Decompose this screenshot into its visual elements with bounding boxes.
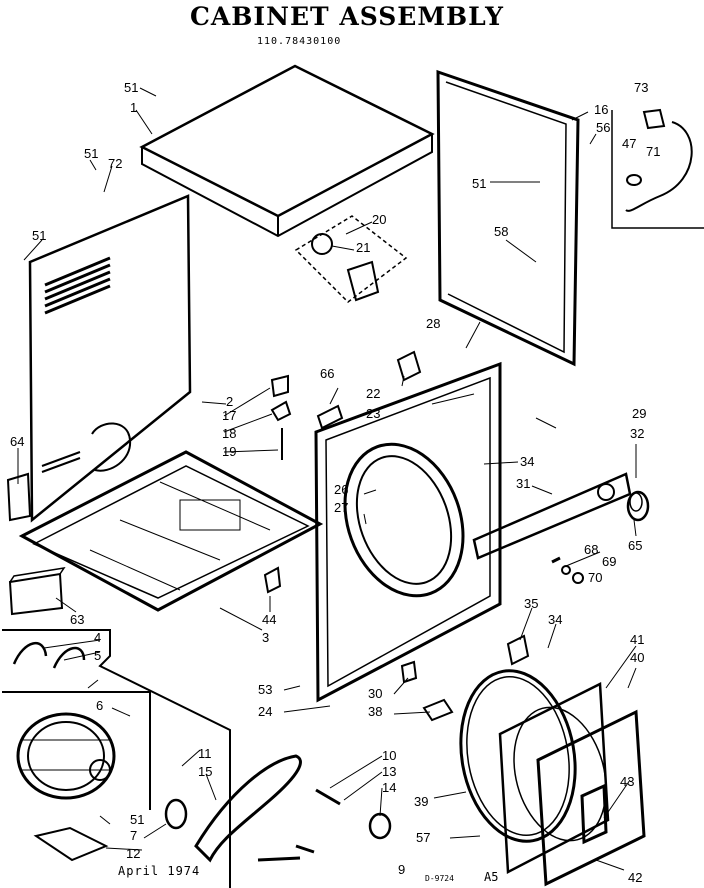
label-70: 70 <box>588 570 602 585</box>
model-number: 110.78430100 <box>257 36 342 47</box>
label-3: 3 <box>262 630 269 645</box>
label-34-b: 34 <box>548 612 562 627</box>
label-57: 57 <box>416 830 430 845</box>
top-panel <box>139 64 435 238</box>
footer-page-mark: A5 <box>484 870 499 884</box>
label-10: 10 <box>382 748 396 763</box>
label-69: 69 <box>602 554 616 569</box>
label-24: 24 <box>258 704 272 719</box>
belt-15 <box>194 754 302 863</box>
label-16: 16 <box>594 102 608 117</box>
label-71: 71 <box>646 144 660 159</box>
drum-39 <box>459 669 577 843</box>
parts-17-18-19 <box>270 374 292 460</box>
part-66 <box>316 404 344 430</box>
label-20: 20 <box>372 212 386 227</box>
label-6: 6 <box>96 698 103 713</box>
label-22: 22 <box>366 386 380 401</box>
power-cord-group <box>611 108 704 229</box>
base-pan <box>18 450 324 612</box>
label-40: 40 <box>630 650 644 665</box>
label-11: 11 <box>198 746 212 761</box>
label-31: 31 <box>516 476 530 491</box>
label-68: 68 <box>584 542 598 557</box>
part-44 <box>263 566 282 594</box>
label-41: 41 <box>630 632 644 647</box>
back-small-panel <box>6 472 32 522</box>
label-35: 35 <box>524 596 538 611</box>
label-51-a: 51 <box>124 80 138 95</box>
part-38 <box>422 698 454 722</box>
label-9: 9 <box>398 862 405 877</box>
label-29: 29 <box>632 406 646 421</box>
label-34-a: 34 <box>520 454 534 469</box>
leader-lines <box>17 87 637 871</box>
label-51-b: 51 <box>84 146 98 161</box>
motor-control-group-20 <box>294 215 408 303</box>
console-panel-31 <box>472 472 632 560</box>
bracket-63 <box>8 566 66 616</box>
footer-code: D-9724 <box>425 874 454 883</box>
part-labels: 51 1 51 72 51 2 17 18 19 64 63 3 44 20 2… <box>10 80 660 885</box>
label-2: 2 <box>226 394 233 409</box>
label-21: 21 <box>356 240 370 255</box>
part-35 <box>506 634 530 666</box>
label-42: 42 <box>628 870 642 885</box>
label-38: 38 <box>368 704 382 719</box>
label-53: 53 <box>258 682 272 697</box>
label-58: 58 <box>494 224 508 239</box>
rear-bulkhead <box>498 682 646 887</box>
label-64: 64 <box>10 434 24 449</box>
label-7: 7 <box>130 828 137 843</box>
label-30: 30 <box>368 686 382 701</box>
rear-panel <box>436 69 580 367</box>
label-14: 14 <box>382 780 396 795</box>
motor-group-box <box>2 629 231 888</box>
idler-assembly <box>315 788 392 840</box>
parts-68-69-70 <box>551 556 584 584</box>
label-39: 39 <box>414 794 428 809</box>
label-65: 65 <box>628 538 642 553</box>
label-28: 28 <box>426 316 440 331</box>
label-51-c: 51 <box>32 228 46 243</box>
label-4: 4 <box>94 630 101 645</box>
label-26: 26 <box>334 482 348 497</box>
knob-65 <box>626 490 650 522</box>
label-13: 13 <box>382 764 396 779</box>
motor-mount-7 <box>33 826 109 862</box>
part-30 <box>400 660 418 684</box>
label-66: 66 <box>320 366 334 381</box>
footer-date: April 1974 <box>118 864 201 878</box>
label-73: 73 <box>634 80 648 95</box>
label-63: 63 <box>70 612 84 627</box>
spring-9 <box>257 844 315 862</box>
label-15: 15 <box>198 764 212 779</box>
label-5: 5 <box>94 648 101 663</box>
motor-5 <box>16 712 116 800</box>
label-51-d: 51 <box>472 176 486 191</box>
front-panel <box>314 361 502 703</box>
label-12: 12 <box>126 846 140 861</box>
label-43: 43 <box>620 774 634 789</box>
label-56: 56 <box>596 120 610 135</box>
label-44: 44 <box>262 612 276 627</box>
label-51-e: 51 <box>130 812 144 827</box>
label-18: 18 <box>222 426 236 441</box>
pulley-12 <box>164 798 188 830</box>
label-1: 1 <box>130 100 137 115</box>
label-19: 19 <box>222 444 236 459</box>
label-17: 17 <box>222 408 236 423</box>
diagram-title: CABINET ASSEMBLY <box>190 2 504 31</box>
label-47: 47 <box>622 136 636 151</box>
label-27: 27 <box>334 500 348 515</box>
label-23: 23 <box>366 406 380 421</box>
label-32: 32 <box>630 426 644 441</box>
label-72: 72 <box>108 156 122 171</box>
left-side-panel <box>28 194 192 523</box>
part-22 <box>396 350 422 382</box>
